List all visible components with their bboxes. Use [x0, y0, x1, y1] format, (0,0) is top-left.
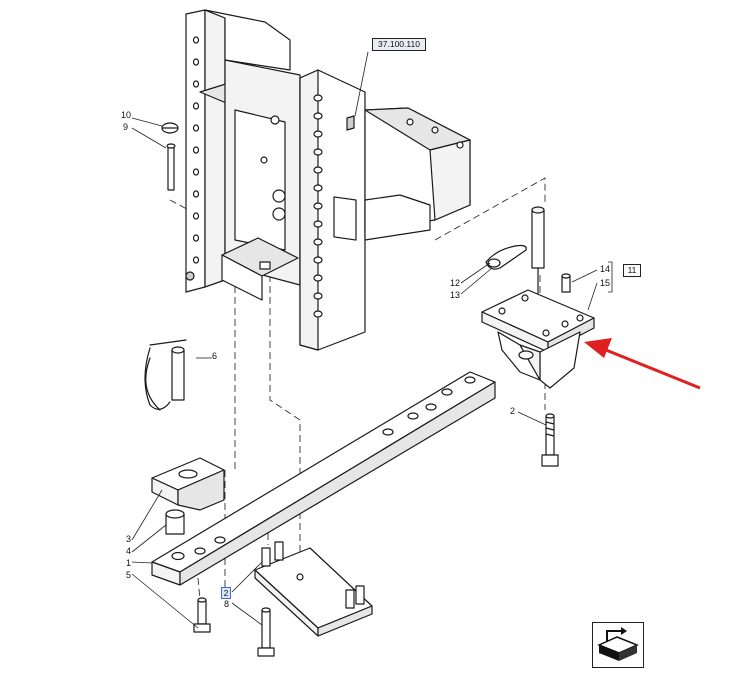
hitch-frame-assembly	[185, 9, 471, 351]
callout-14[interactable]: 14	[600, 264, 611, 274]
callout-1[interactable]: 1	[126, 558, 132, 568]
callout-8[interactable]: 8	[224, 599, 230, 609]
callout-12[interactable]: 12	[450, 278, 461, 288]
reference-code-label[interactable]: 37.100.110	[372, 38, 426, 51]
mounting-bracket	[481, 289, 595, 389]
bolt-right	[541, 413, 559, 467]
lynch-pin	[485, 244, 527, 270]
red-indicator-arrow	[584, 338, 701, 390]
lower-clamp-plate	[254, 541, 373, 637]
callout-15[interactable]: 15	[600, 278, 611, 288]
callout-2[interactable]: 2	[510, 406, 516, 416]
bushing	[165, 509, 185, 535]
bolt-lower-middle	[257, 607, 275, 657]
callout-3[interactable]: 3	[126, 534, 132, 544]
navigate-page-icon[interactable]	[592, 622, 644, 668]
pin-with-chain	[144, 339, 187, 411]
callout-6[interactable]: 6	[212, 351, 218, 361]
callout-10[interactable]: 10	[121, 110, 132, 120]
callout-13[interactable]: 13	[450, 290, 461, 300]
coupling-jaw	[151, 457, 225, 511]
callout-4[interactable]: 4	[126, 546, 132, 556]
highlighted-callout-number[interactable]: 2	[221, 587, 231, 599]
bolt-lower-left	[193, 597, 211, 633]
drawbar	[151, 371, 496, 586]
small-sleeve	[561, 273, 571, 293]
leader-lines	[131, 51, 613, 629]
callout-5[interactable]: 5	[126, 570, 132, 580]
callout-9[interactable]: 9	[123, 122, 129, 132]
group-number-box[interactable]: 11	[623, 264, 641, 277]
pin-with-clip	[161, 122, 179, 191]
